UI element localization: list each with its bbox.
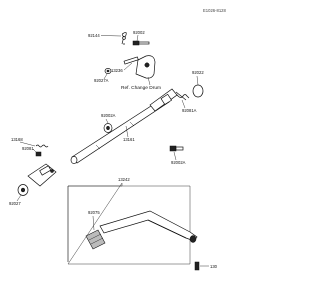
reference-note: Ref. Change Drum — [121, 85, 161, 91]
shift-shaft — [70, 88, 178, 164]
callout-92075: 92075 — [88, 210, 100, 215]
collar-top — [104, 68, 112, 74]
shift-arm-bracket — [27, 163, 57, 187]
callout-92002A-lower: 92002A — [171, 160, 186, 165]
return-spring — [121, 31, 127, 45]
callout-92144: 92144 — [88, 33, 100, 38]
callout-13168: 13168 — [11, 137, 23, 142]
o-ring-right — [192, 84, 204, 98]
exploded-view-drawing: E1026-8128 92144 92002 13236 92027A Ref.… — [9, 8, 226, 271]
shift-lever-plate — [123, 55, 156, 79]
callout-92002: 92002 — [133, 30, 145, 35]
callout-92027: 92027 — [9, 201, 21, 206]
washer-shaft — [103, 123, 113, 133]
pin-left — [35, 151, 42, 157]
callout-92002A: 92002A — [101, 113, 116, 118]
callout-13242: 13242 — [118, 177, 130, 182]
bolt-top — [132, 40, 150, 46]
callout-92081A: 92081A — [182, 108, 197, 113]
gear-change-pedal — [99, 210, 198, 243]
callout-92027A: 92027A — [94, 78, 109, 83]
callout-92081: 92081 — [22, 146, 34, 151]
callout-130: 130 — [210, 264, 218, 269]
oil-seal-left — [17, 184, 29, 196]
callout-13236: 13236 — [111, 68, 123, 73]
pedal-bolt — [194, 261, 200, 271]
callout-13161: 13161 — [123, 137, 135, 142]
parts-diagram: E1026-8128 92144 92002 13236 92027A Ref.… — [9, 8, 226, 271]
callout-92022: 92022 — [192, 70, 204, 75]
diagram-code: E1026-8128 — [203, 8, 226, 13]
spring-left — [35, 144, 49, 148]
pedal-rubber — [85, 229, 106, 250]
bolt-lower-right — [169, 145, 184, 152]
